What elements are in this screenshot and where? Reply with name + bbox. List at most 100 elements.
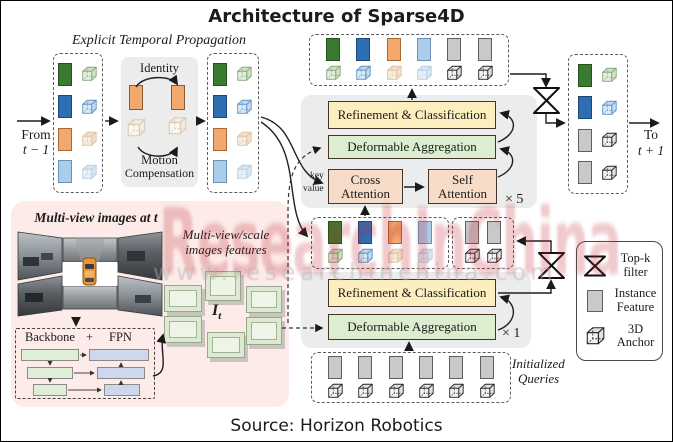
output-instances-box xyxy=(568,54,628,194)
legend: Top-k filter Instance Feature 3D Anchor xyxy=(576,241,663,361)
legend-topk-line2: filter xyxy=(623,264,648,279)
instance-feature-rect xyxy=(356,38,371,61)
anchor-cube-icon xyxy=(356,382,374,400)
instance-anchor-pair xyxy=(356,355,374,400)
anchor-cube-icon xyxy=(235,98,253,116)
identity-instance-rect-left xyxy=(129,85,143,110)
instance-anchor-pair xyxy=(447,355,465,400)
legend-topk-label: Top-k filter xyxy=(613,251,658,280)
legend-instance-line2: Feature xyxy=(616,299,655,314)
combined-instances-box xyxy=(309,34,509,86)
anchor-cube-icon xyxy=(415,64,433,82)
anchor-cube-icon xyxy=(235,130,253,148)
anchor-cube-icon xyxy=(326,247,344,265)
top-k-filter-symbol-upper xyxy=(533,87,560,114)
feature-map-tile xyxy=(207,332,245,358)
instance-anchor-pair xyxy=(478,355,496,400)
anchor-cube-icon xyxy=(80,98,98,116)
instance-anchor-pair xyxy=(385,38,403,82)
anchor-cube-icon xyxy=(485,247,503,265)
legend-anchor-line2: Anchor xyxy=(616,335,655,350)
anchor-cube-icon xyxy=(600,99,618,117)
initialized-queries-label: Initialized Queries xyxy=(512,356,565,387)
instance-anchor-pair xyxy=(476,38,494,82)
feature-map-tile xyxy=(246,317,282,345)
anchor-cube-icon xyxy=(600,66,618,84)
value-label: value xyxy=(303,184,324,194)
backbone-stage-2 xyxy=(27,367,73,379)
legend-anchor-label: 3D Anchor xyxy=(613,322,658,351)
backbone-stage-3 xyxy=(33,384,67,396)
anchor-cube-icon xyxy=(463,247,481,265)
instance-feature-rect xyxy=(578,63,592,87)
initialized-label-line2: Queries xyxy=(518,370,560,386)
anchor-cube-icon xyxy=(235,65,253,83)
instance-feature-rect xyxy=(358,355,373,379)
prev-instances-box xyxy=(53,53,103,193)
top-k-filter-symbol-lower xyxy=(538,252,565,279)
source-caption: Source: Horizon Robotics xyxy=(230,416,443,436)
anchor-cube-icon xyxy=(387,382,405,400)
legend-instance-line1: Instance xyxy=(614,286,657,301)
instance-anchor-pair xyxy=(326,355,344,400)
feature-map-tile xyxy=(205,271,241,301)
features-title-line2: images features xyxy=(185,241,267,257)
anchor-3d-icon xyxy=(581,325,609,347)
multiview-title: Multi-view images at t xyxy=(34,210,158,225)
instance-feature-rect xyxy=(358,221,372,244)
instance-feature-rect xyxy=(419,355,434,379)
instance-anchor-pair xyxy=(485,221,503,265)
self-attention-block: Self Attention xyxy=(428,169,497,204)
instance-anchor-pair xyxy=(463,221,481,265)
anchor-cube-icon xyxy=(600,131,618,149)
fpn-level-3 xyxy=(104,384,140,396)
anchor-cube-icon xyxy=(447,382,465,400)
instance-feature-rect xyxy=(213,62,227,86)
instance-feature-rect xyxy=(386,38,401,61)
instance-anchor-pair xyxy=(354,38,372,82)
instance-feature-rect xyxy=(58,62,72,86)
figure-title: Architecture of Sparse4D xyxy=(208,6,465,27)
fpn-level-2 xyxy=(97,367,145,379)
anchor-cube-icon xyxy=(476,64,494,82)
cross-attention-line2: Attention xyxy=(340,185,391,201)
propagated-instances-box xyxy=(207,53,259,193)
instance-feature-rect xyxy=(477,38,492,61)
key-label: key xyxy=(310,171,324,181)
from-label: From xyxy=(21,127,51,142)
anchor-cube-icon xyxy=(385,64,403,82)
temporal-section-title: Explicit Temporal Propagation xyxy=(72,33,246,48)
instance-feature-rect xyxy=(578,161,592,185)
plus-label: + xyxy=(86,330,94,344)
instance-feature-rect xyxy=(58,127,72,151)
anchor-cube-icon xyxy=(324,64,342,82)
instance-anchor-pair xyxy=(213,62,253,86)
legend-row-anchor: 3D Anchor xyxy=(581,322,658,351)
anchor-cube-icon xyxy=(445,64,463,82)
anchor-cube-icon xyxy=(600,164,618,182)
topk-instances-box xyxy=(452,217,514,269)
repeat-x1-label: × 1 xyxy=(502,326,521,341)
instance-feature-rect xyxy=(328,221,342,244)
instance-feature-rect xyxy=(58,95,72,119)
legend-row-instance: Instance Feature xyxy=(581,286,658,315)
ego-car-icon xyxy=(82,257,97,286)
instance-anchor-pair xyxy=(417,355,435,400)
refinement-block-x5: Refinement & Classification xyxy=(328,101,496,129)
deformable-block-x1: Deformable Aggregation xyxy=(328,314,496,340)
anchor-cube-icon xyxy=(80,130,98,148)
features-title-line1: Multi-view/scale xyxy=(182,227,270,242)
backbone-label: Backbone xyxy=(25,330,75,344)
instance-anchor-pair xyxy=(213,127,253,151)
anchor-cube-icon xyxy=(356,247,374,265)
instance-feature-rect xyxy=(58,160,72,184)
instance-feature-rect xyxy=(213,127,227,151)
instance-feature-rect xyxy=(388,221,402,244)
multiview-camera-panorama xyxy=(17,231,163,317)
feature-map-tile xyxy=(164,285,202,312)
refinement-block-x1: Refinement & Classification xyxy=(328,279,496,307)
instance-anchor-pair xyxy=(445,38,463,82)
instance-anchor-pair xyxy=(213,160,253,184)
image-features-symbol: It xyxy=(212,302,221,323)
